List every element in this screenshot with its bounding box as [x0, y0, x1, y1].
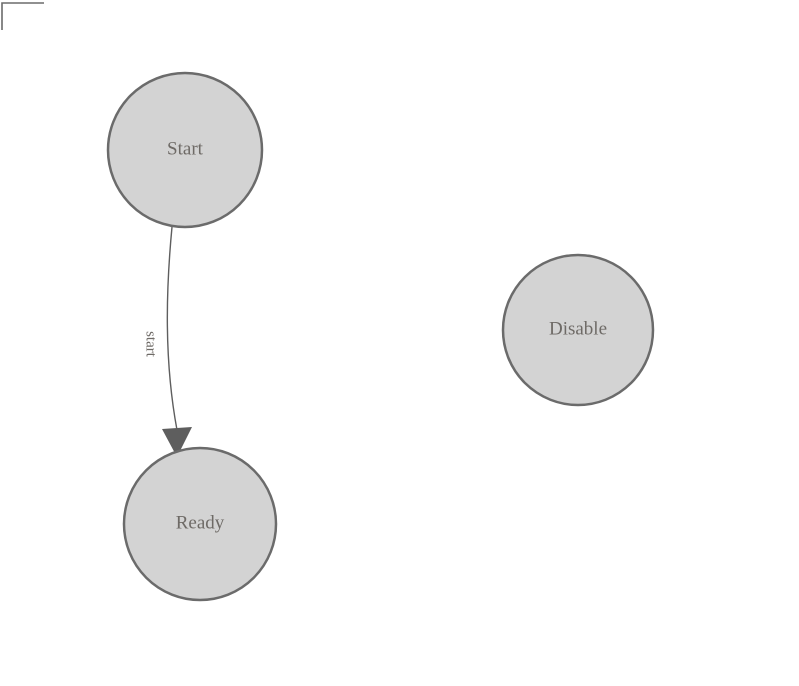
- edge-start-to-ready[interactable]: start: [143, 226, 192, 457]
- node-circle: [106, 71, 264, 229]
- node-label-ready: Ready: [176, 512, 225, 533]
- node-disable[interactable]: Disable: [501, 253, 655, 407]
- node-start[interactable]: Start: [106, 71, 264, 229]
- arrowhead-icon: [162, 427, 192, 457]
- node-circle: [501, 253, 655, 407]
- edge-line: [166, 226, 178, 431]
- node-circle: [122, 446, 278, 602]
- node-ready[interactable]: Ready: [122, 446, 278, 602]
- nodes-layer: Start Ready Disable: [106, 71, 655, 602]
- node-label-start: Start: [167, 138, 204, 159]
- edges-layer: start: [143, 226, 192, 457]
- node-label-disable: Disable: [549, 318, 607, 339]
- canvas-corner-bracket-icon: [1, 2, 44, 30]
- edge-label-start: start: [143, 331, 159, 358]
